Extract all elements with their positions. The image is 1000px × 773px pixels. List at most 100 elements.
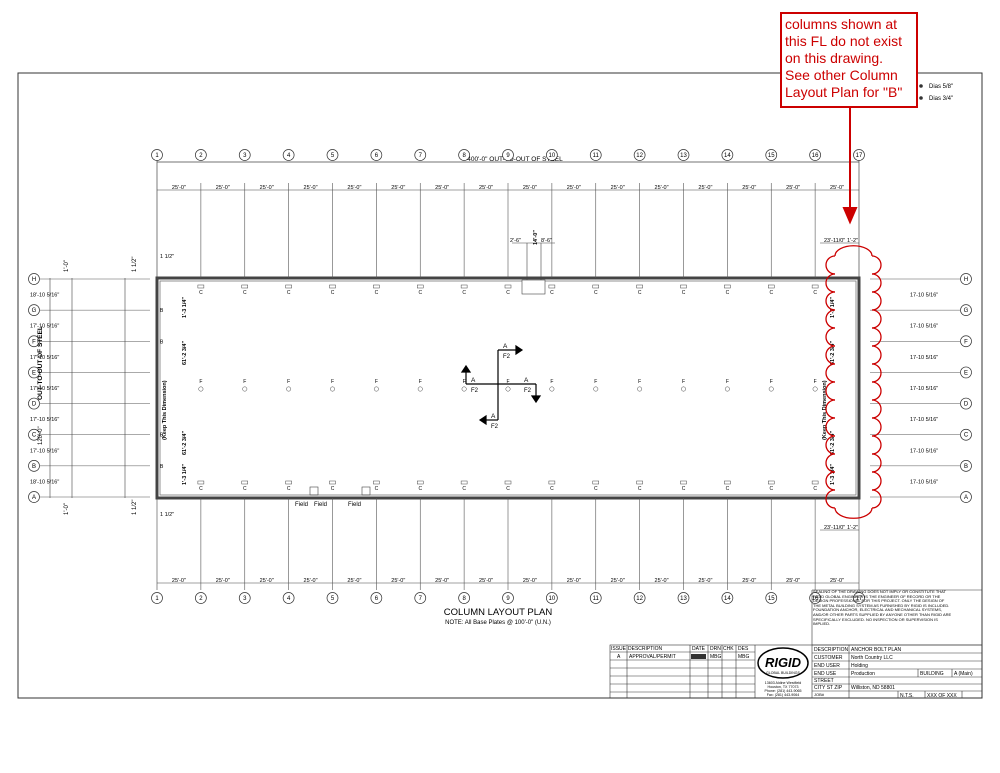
bay-dim-bottom: 25'-0" [742,578,756,584]
bay-dim-top: 25'-0" [347,185,361,191]
grid-bubble [28,304,40,316]
column-mark: F [594,379,597,385]
grid-bubble [414,592,427,604]
tb-field-label-5: STREET [814,678,834,684]
right-spacing-dim: 17-10 5/16" [910,324,938,330]
grid-bubble [458,592,470,604]
anchor-mark [417,386,423,392]
grid-bubble [960,460,972,472]
bay-dim-top: 25'-0" [435,185,449,191]
grid-letter: B [32,464,36,470]
bay-dim-top: 25'-0" [216,185,230,191]
wall-column-mark: B [160,308,164,314]
grid-number: 9 [506,596,510,602]
grid-bubble [238,592,251,604]
grid-bubble [677,592,690,604]
tb-header-description: DESCRIPTION [628,646,663,652]
tb-header-chk: CHK [723,646,734,652]
bay-dim-bottom: 25'-0" [216,578,230,584]
tb-field-value-1: ANCHOR BOLT PLAN [851,647,901,653]
side-dimension-left [49,278,126,498]
grid-bubble [28,273,40,285]
grid-number: 17 [856,153,863,159]
grid-number: 8 [462,153,466,159]
tb-field-label-4: END USE [814,671,837,677]
column-mark: F [682,379,685,385]
grid-number: 5 [331,153,335,159]
section-mark-a2: A [471,377,476,384]
grid-bubble [546,149,558,161]
logo-subtext: GLOBAL BUILDINGS [766,671,800,675]
cloud-arc [871,489,882,509]
base-plate [768,284,775,289]
title-block [609,589,983,699]
column-mark: C [199,486,203,492]
column-mark: C [418,486,422,492]
tb-field-value-3: Holding [851,663,868,669]
address-line-4: Fax: (281) 443-9064 [767,693,800,697]
left-spacing-dim: 17'-10 5/16" [30,324,59,330]
column-mark: C [594,290,598,296]
column-mark: F [419,379,422,385]
right-spacing-dim: 17-10 5/16" [910,448,938,454]
cloud-arc [825,399,836,419]
base-plate [460,284,468,289]
bay-dim-top: 25'-0" [260,185,274,191]
grid-bubble [282,149,295,161]
tb-field-value-4: Production [851,671,875,677]
grid-number: 12 [636,596,643,602]
tb-field-label-2: CUSTOMER [814,655,843,661]
tb-header-date: DATE [692,646,706,652]
cloud-arc [825,363,836,383]
grid-number: 17 [856,596,863,602]
grid-bubble [589,149,602,161]
side-dimension-label: OUT-TO-OUT OF STEEL [37,326,44,400]
left-spacing-dim: 17'-10 5/16" [30,386,59,392]
column-mark: C [331,290,335,296]
grid-bubble [677,149,690,161]
column-mark: C [726,486,730,492]
grid-bubble [960,335,972,348]
column-mark: C [682,486,686,492]
grid-letter: D [964,402,969,408]
callout-line-3: on this drawing. [785,50,884,66]
base-plate [197,284,205,289]
anchor-mark [373,386,379,392]
grid-number: 7 [419,596,423,602]
section-mark-a4: A [491,413,496,420]
cloud-arc [825,291,836,311]
anchor-mark [549,386,555,392]
end-bay-extra-top: 1'-2" [847,238,858,244]
legend-item-1: Dias 5/8" [929,84,953,90]
grid-bubble [633,592,646,604]
column-mark: C [287,290,291,296]
cloud-arc [871,327,882,347]
cloud-arc [871,345,882,365]
center-dim-1: 2'-6" [510,238,521,244]
bay-dim-top: 25'-0" [304,185,318,191]
side-offset-bottom: 1'-0" [64,503,70,515]
column-mark: C [726,290,730,296]
section-mark-f1: F2 [503,354,511,360]
right-spacing-dim: 17-10 5/16" [910,386,938,392]
base-plate [811,284,819,289]
grid-number: 2 [199,153,203,159]
grid-letter: C [964,433,969,439]
grid-bubble [28,335,40,348]
grid-letter: F [32,339,36,345]
callout-line-5: Layout Plan for "B" [785,84,903,100]
grid-number: 5 [331,596,335,602]
grid-bubble [546,592,558,604]
grid-letter: H [964,277,968,283]
logo-text: RIGID [765,655,802,670]
column-mark: C [375,486,379,492]
bay-dim-bottom: 25'-0" [391,578,405,584]
bay-dim-bottom: 25'-0" [260,578,274,584]
anchor-mark [768,386,774,392]
grid-number: 15 [768,596,775,602]
grid-bubble [28,366,40,379]
column-mark: F [506,379,509,385]
grid-bubble [960,304,972,316]
revision-callout-note: columns shown at this FL do not exist on… [780,12,918,108]
